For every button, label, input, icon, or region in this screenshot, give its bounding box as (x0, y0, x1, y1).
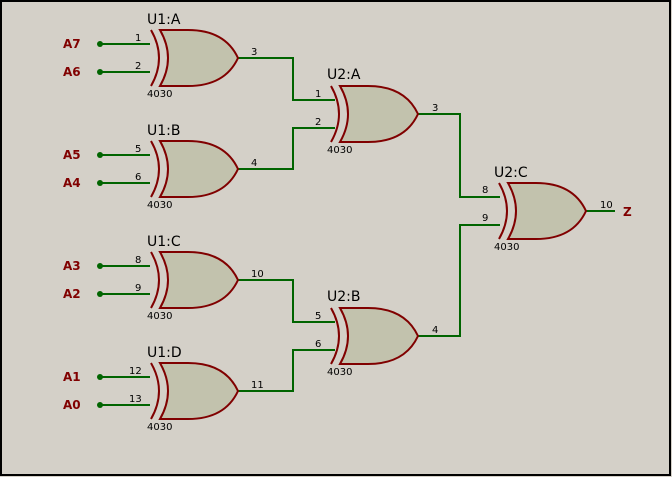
pin-number: 8 (482, 185, 488, 196)
wire-network (100, 43, 615, 406)
pin-number: 10 (251, 269, 264, 280)
gate-instance-label: U1:B (147, 123, 180, 139)
gate-part-label: 4030 (494, 242, 519, 253)
terminal-dot (97, 402, 103, 408)
pin-number: 11 (251, 380, 264, 391)
pin-number: 3 (251, 47, 257, 58)
net-label-a1: A1 (63, 370, 81, 384)
net-label-a5: A5 (63, 148, 81, 162)
gate-part-label: 4030 (147, 422, 172, 433)
input-labels: A7 A6 A5 A4 A3 A2 A1 A0 Z (63, 37, 632, 412)
net-label-z: Z (623, 205, 632, 219)
pin-number: 4 (251, 158, 257, 169)
pin-number: 2 (135, 61, 141, 72)
pin-number: 1 (315, 89, 321, 100)
wire-u1c-u2b (238, 279, 335, 323)
terminal-dot (97, 41, 103, 47)
terminal-dot (97, 152, 103, 158)
net-label-a3: A3 (63, 259, 81, 273)
pin-number: 12 (129, 366, 142, 377)
gate-instance-label: U2:C (494, 165, 528, 181)
pin-number: 4 (432, 325, 438, 336)
input-terminals (97, 41, 103, 408)
wire-u2a-u2c (418, 113, 500, 198)
pin-number: 1 (135, 33, 141, 44)
gate-instance-label: U1:D (147, 345, 182, 361)
terminal-dot (97, 263, 103, 269)
net-label-a7: A7 (63, 37, 81, 51)
gate-instance-label: U2:A (327, 67, 361, 83)
pin-number: 9 (482, 213, 488, 224)
net-label-a4: A4 (63, 176, 81, 190)
xor-gate-u2a (330, 85, 419, 143)
gate-part-label: 4030 (327, 145, 352, 156)
gate-part-label: 4030 (147, 311, 172, 322)
gate-part-label: 4030 (147, 89, 172, 100)
pin-number: 5 (315, 311, 321, 322)
wire-u1a-u2a (238, 57, 335, 101)
gate-instance-label: U1:C (147, 234, 181, 250)
gate-part-label: 4030 (147, 200, 172, 211)
terminal-dot (97, 69, 103, 75)
xor-gate-u1b (150, 140, 239, 198)
pin-number: 6 (135, 172, 141, 183)
xor-gate-u1c (150, 251, 239, 309)
wire-u1d-u2b (238, 349, 335, 392)
net-label-a0: A0 (63, 398, 81, 412)
terminal-dot (97, 374, 103, 380)
pin-number: 6 (315, 339, 321, 350)
pin-number: 3 (432, 103, 438, 114)
terminal-dot (97, 180, 103, 186)
pin-number: 9 (135, 283, 141, 294)
gate-part-label: 4030 (327, 367, 352, 378)
pin-number: 8 (135, 255, 141, 266)
wire-u1b-u2a (238, 127, 335, 170)
xor-gate-u2c (498, 182, 587, 240)
pin-number: 13 (129, 394, 142, 405)
pin-number: 10 (600, 200, 613, 211)
xor-gate-u1a (150, 29, 239, 87)
pin-number: 2 (315, 117, 321, 128)
gate-instance-label: U2:B (327, 289, 360, 305)
gate-instance-label: U1:A (147, 12, 181, 28)
terminal-dot (97, 291, 103, 297)
wire-u2b-u2c (418, 224, 500, 337)
net-label-a2: A2 (63, 287, 81, 301)
xor-gate-u2b (330, 307, 419, 365)
xor-gate-u1d (150, 362, 239, 420)
pin-number: 5 (135, 144, 141, 155)
net-label-a6: A6 (63, 65, 81, 79)
